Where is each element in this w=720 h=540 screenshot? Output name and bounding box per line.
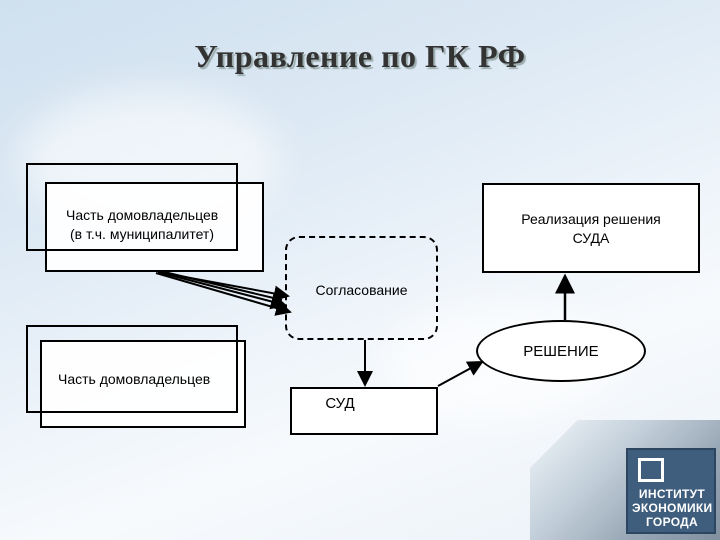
logo-line3: ГОРОДА: [632, 516, 712, 529]
arrow-owners-top-2: [158, 272, 285, 305]
logo-line2: ЭКОНОМИКИ: [632, 502, 712, 515]
logo-line1: ИНСТИТУТ: [632, 488, 712, 501]
institute-logo: ИНСТИТУТ ЭКОНОМИКИ ГОРОДА: [626, 448, 716, 534]
arrow-owners-top-4: [160, 271, 282, 300]
owners-to-agreement-arrows: [156, 271, 290, 312]
logo-mark-icon: [638, 458, 664, 482]
arrow-court-to-decision: [438, 362, 482, 386]
